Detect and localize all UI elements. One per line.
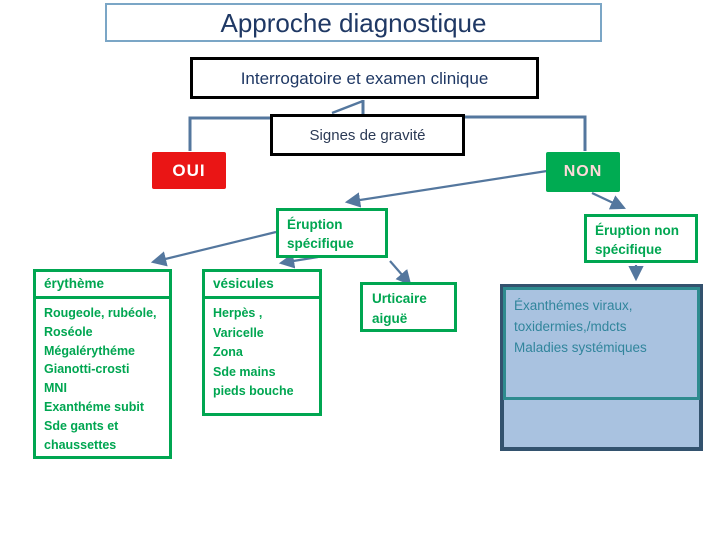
arrow-non-to-eruption-non-specifique xyxy=(591,192,626,210)
nonspecific-causes-text-box: Éxanthémes viraux, toxidermies,/mdcts Ma… xyxy=(503,287,700,400)
decision-oui-chip: OUI xyxy=(152,152,226,189)
arrow-non-to-eruption-specifique xyxy=(344,169,548,208)
connector-signes-non xyxy=(465,115,587,151)
arrow-eruption-to-urticaire xyxy=(389,260,412,286)
vesicules-list-box: Herpès , Varicelle Zona Sde mains pieds … xyxy=(202,296,322,416)
branch-eruption-non-specifique-box: Éruption non spécifique xyxy=(584,214,698,263)
connector-interro-signes-diagonal xyxy=(331,99,364,115)
arrow-eruption-to-erytheme xyxy=(150,230,277,267)
nonspecific-causes-panel xyxy=(500,284,703,451)
erytheme-list-box: Rougeole, rubéole, Roséole Mégalérythéme… xyxy=(33,296,172,459)
slide-title: Approche diagnostique xyxy=(105,3,602,42)
vesicules-header-box: vésicules xyxy=(202,269,322,299)
erytheme-header-box: érythème xyxy=(33,269,172,299)
branch-eruption-specifique-box: Éruption spécifique xyxy=(276,208,388,258)
decision-non-chip: NON xyxy=(546,152,620,192)
connector-signes-oui xyxy=(188,116,270,151)
step-interrogatoire-box: Interrogatoire et examen clinique xyxy=(190,57,539,99)
step-signes-gravite-box: Signes de gravité xyxy=(270,114,465,156)
arrow-eruption-to-vesicules xyxy=(278,253,319,269)
urticaire-aigue-box: Urticaire aiguë xyxy=(360,282,457,332)
